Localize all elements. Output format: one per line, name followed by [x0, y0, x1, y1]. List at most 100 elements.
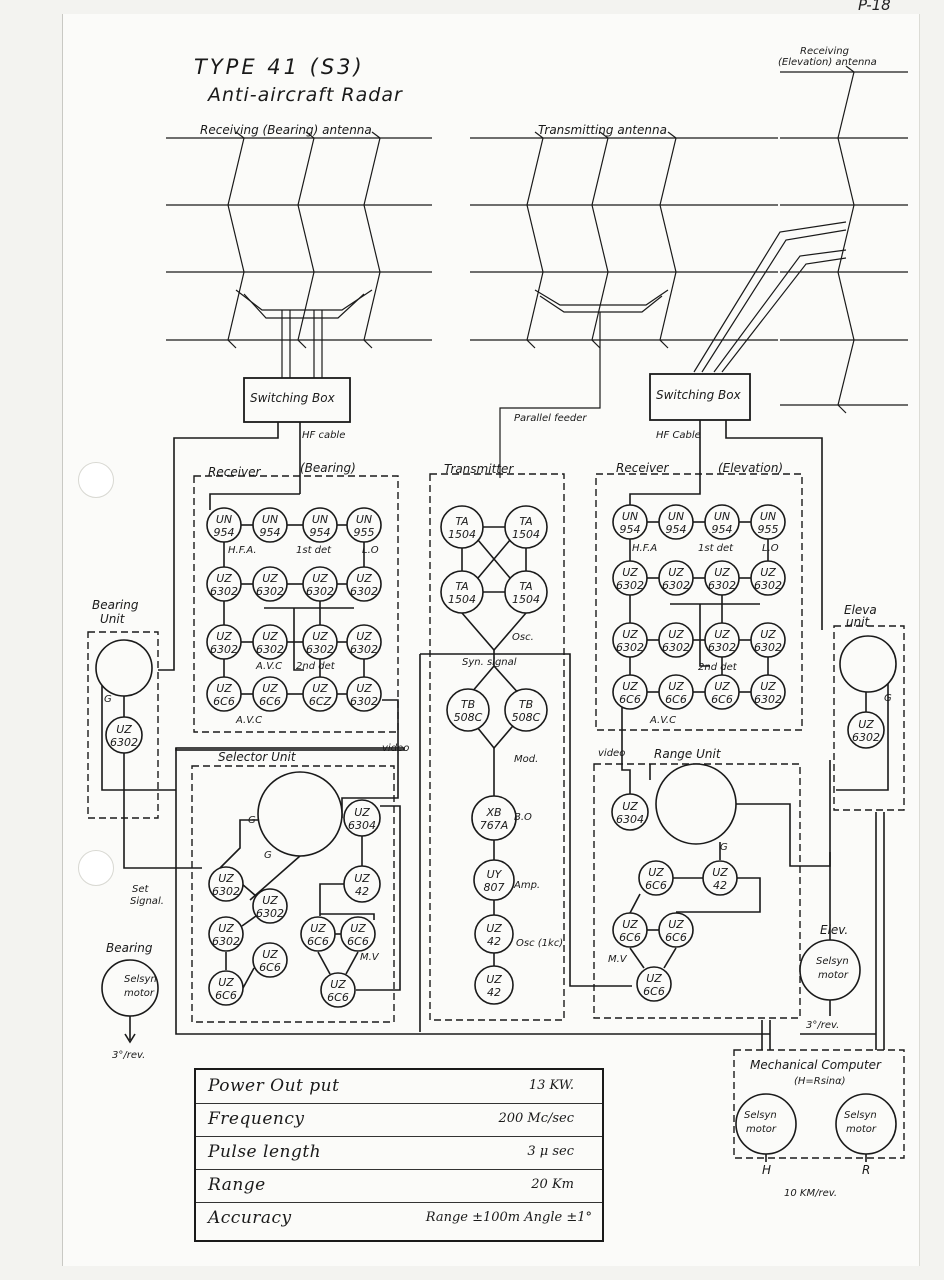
bearing-motor-line1: Selsyn	[124, 974, 157, 985]
tx-ta-3-number: 1504	[448, 593, 476, 606]
re-tube-3-3-number: 6302	[754, 693, 782, 706]
su-6c6-b-type: UZ	[218, 976, 234, 989]
rb-tube-1-3: UZ6302	[347, 567, 381, 601]
tx-tb-1-type: TB	[461, 698, 475, 711]
bearing-motor-rate: 3°/rev.	[112, 1050, 145, 1061]
ru-6c6-a-type: UZ	[648, 866, 664, 879]
spec-label-power: Power Out put	[208, 1076, 339, 1096]
su-6302-c-type: UZ	[218, 922, 234, 935]
spec-value-range: 20 Km	[531, 1177, 574, 1192]
rb-tube-1-1-type: UZ	[262, 572, 278, 585]
su-6c6-c-type: UZ	[310, 922, 326, 935]
re-tube-1-3: UZ6302	[751, 561, 785, 595]
set-signal-label-2: Signal.	[130, 896, 164, 907]
rb-tube-3-3: UZ6302	[347, 677, 381, 711]
re-tube-1-0-type: UZ	[622, 566, 638, 579]
ru-video-in	[622, 700, 630, 794]
rb-tube-1-2-type: UZ	[312, 572, 328, 585]
transmitting-antenna-label: Transmitting antenna	[538, 123, 667, 137]
receiver-elevation-subtitle: (Elevation)	[718, 461, 783, 475]
ru-6c6-c-type: UZ	[668, 918, 684, 931]
rb-2nd-det-label: 2nd det	[296, 661, 336, 672]
tx-ta-4: TA1504	[505, 571, 547, 613]
re-tube-0-2-number: 954	[712, 523, 733, 536]
rb-tube-0-3: UN955	[347, 508, 381, 542]
re-tube-0-3-number: 955	[758, 523, 779, 536]
ru-6304: UZ6304	[612, 794, 648, 830]
re-tube-1-0-number: 6302	[616, 579, 644, 592]
rb-tube-0-1-type: UN	[262, 513, 278, 526]
su-6302-b-number: 6302	[256, 907, 284, 920]
spec-row-power: Power Out put 13 KW.	[196, 1070, 602, 1104]
re-tube-1-1: UZ6302	[659, 561, 693, 595]
rb-tube-1-0-number: 6302	[210, 585, 238, 598]
rb-tube-0-2-number: 954	[310, 526, 331, 539]
re-tube-3-0-type: UZ	[622, 680, 638, 693]
re-tube-2-3-number: 6302	[754, 641, 782, 654]
su-6304-type: UZ	[354, 806, 370, 819]
spec-value-frequency: 200 Mc/sec	[498, 1111, 574, 1126]
rb-tube-3-0-type: UZ	[216, 682, 232, 695]
re-tube-3-0: UZ6C6	[613, 675, 647, 709]
rb-tube-2-1-number: 6302	[256, 643, 284, 656]
selector-video-label: video	[382, 743, 409, 754]
rb-tube-0-3-number: 955	[354, 526, 375, 539]
su-a-b	[242, 884, 256, 896]
spec-row-accuracy: Accuracy Range ±100m Angle ±1°	[196, 1202, 602, 1235]
re-tube-3-2: UZ6C6	[705, 675, 739, 709]
spec-row-pulse: Pulse length 3 μ sec	[196, 1136, 602, 1170]
re-tube-1-3-number: 6302	[754, 579, 782, 592]
switching-box-left-label: Switching Box	[250, 391, 336, 405]
tx-ta-1-type: TA	[455, 515, 468, 528]
rb-tube-0-0-number: 954	[214, 526, 235, 539]
range-video-label: video	[598, 748, 625, 759]
spec-table: Power Out put 13 KW. Frequency 200 Mc/se…	[194, 1068, 604, 1242]
mechanical-computer-formula: (H=Rsinα)	[794, 1076, 846, 1087]
rb-tube-2-1: UZ6302	[253, 625, 287, 659]
su-6304-number: 6304	[348, 819, 376, 832]
re-tube-0-0-number: 954	[620, 523, 641, 536]
re-tube-0-0-type: UN	[622, 510, 638, 523]
selector-crt	[258, 772, 342, 856]
ru-6c6-d-type: UZ	[646, 972, 662, 985]
elev-crt	[840, 636, 896, 692]
re-tube-2-1-type: UZ	[668, 628, 684, 641]
rb-tube-2-3-number: 6302	[350, 643, 378, 656]
ru-6c6-a-number: 6C6	[645, 879, 667, 892]
tx-ta-4-type: TA	[519, 580, 532, 593]
rb-tube-1-0-type: UZ	[216, 572, 232, 585]
range-unit-title: Range Unit	[654, 747, 722, 761]
re-2nd-det-label: 2nd det	[698, 662, 738, 673]
re-tube-3-2-number: 6C6	[711, 693, 733, 706]
rb-tube-2-0-number: 6302	[210, 643, 238, 656]
elev-unit-g-label: G	[884, 693, 892, 704]
rb-tube-2-2-type: UZ	[312, 630, 328, 643]
rb-1st-det-label: 1st det	[296, 545, 332, 556]
spec-row-range: Range 20 Km	[196, 1169, 602, 1203]
elev-motor-rate: 3°/rev.	[806, 1020, 839, 1031]
re-tube-0-3-type: UN	[760, 510, 776, 523]
rb-tube-0-1: UN954	[253, 508, 287, 542]
receiver-bearing-subtitle: (Bearing)	[300, 461, 356, 475]
spec-label-range: Range	[208, 1175, 266, 1195]
elev-feed-3	[714, 250, 846, 372]
mc-output-r: R	[862, 1163, 870, 1177]
bearing-motor-title: Bearing	[106, 941, 153, 955]
tx-uy-number: 807	[484, 881, 505, 894]
su-6304: UZ6304	[344, 800, 380, 836]
tx-mod-label: Mod.	[514, 754, 538, 765]
re-tube-2-2-number: 6302	[708, 641, 736, 654]
su-6302-a-number: 6302	[212, 885, 240, 898]
receiver-bearing-title: Receiver	[208, 465, 262, 479]
ru-6c6-c-number: 6C6	[665, 931, 687, 944]
rb-tube-0-1-number: 954	[260, 526, 281, 539]
re-tube-0-3: UN955	[751, 505, 785, 539]
re-tube-2-2-type: UZ	[714, 628, 730, 641]
su-6302-a-type: UZ	[218, 872, 234, 885]
su-video-in	[342, 700, 398, 818]
receiver-elevation-title: Receiver	[616, 461, 670, 475]
